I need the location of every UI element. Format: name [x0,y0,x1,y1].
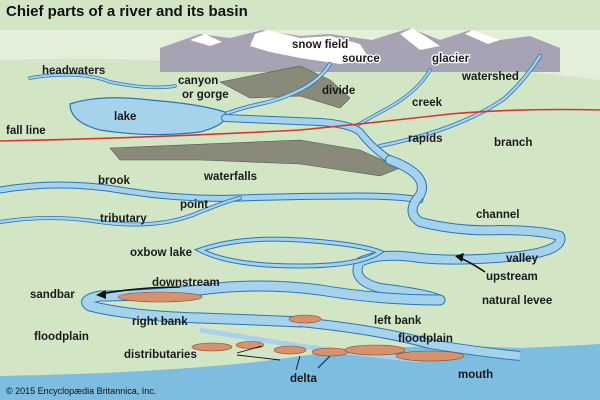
delta-island [273,345,307,355]
label-left-bank: left bank [374,315,422,327]
label-sandbar: sandbar [30,289,75,301]
label-snow-field: snow field [292,39,348,51]
delta-island [311,347,349,357]
label-canyon-line1: canyon [178,75,218,87]
sand-deposits [117,291,465,362]
headwater-streams [28,54,542,148]
delta-island [235,341,265,349]
label-watershed: watershed [461,71,519,83]
label-delta: delta [290,373,317,385]
label-glacier: glacier [432,53,470,65]
label-divide: divide [322,85,355,97]
lake-body [69,97,227,136]
label-point: point [180,199,208,211]
label-upstream: upstream [486,271,538,283]
label-canyon-line2: or gorge [182,89,229,101]
label-branch: branch [494,137,532,149]
copyright-notice: © 2015 Encyclopædia Britannica, Inc. [6,386,156,396]
label-downstream: downstream [152,277,220,289]
label-floodplain-left: floodplain [34,331,89,343]
label-floodplain-right: floodplain [398,333,453,345]
label-headwaters: headwaters [42,65,105,77]
label-right-bank: right bank [132,316,188,328]
label-creek: creek [412,97,443,109]
distributary-secondary [199,327,421,363]
downstream-arrow [96,286,181,299]
tributary-streams [0,181,424,227]
label-oxbow-lake: oxbow lake [130,247,192,259]
snow-cap [465,30,500,44]
label-mouth: mouth [458,369,493,381]
label-tributary: tributary [100,213,147,225]
snow-cap [400,28,440,50]
label-valley: valley [506,253,539,265]
label-rapids: rapids [408,133,443,145]
distributary-main-water [299,318,521,360]
diagram-title: Chief parts of a river and its basin [6,3,248,20]
label-distributaries: distributaries [124,349,197,361]
sandbar-island [288,314,322,324]
upper-main-river [221,114,394,164]
label-natural-levee: natural levee [482,295,552,307]
mountain-range [160,28,560,72]
snow-field-patch [250,30,370,64]
upstream-arrow [455,253,486,273]
delta-island [395,350,465,362]
label-lake: lake [114,111,136,123]
delta-island [344,344,406,356]
snow-cap [190,34,222,46]
label-channel: channel [476,209,519,221]
label-brook: brook [98,175,131,187]
fall-line [0,108,600,142]
label-fall-line: fall line [6,125,46,137]
leader-lines [236,345,331,371]
oxbow-lake-water [196,237,384,268]
label-source: source [342,53,380,65]
delta-island [191,342,233,352]
sandbar-island [117,291,203,303]
label-waterfalls: waterfalls [203,171,257,183]
